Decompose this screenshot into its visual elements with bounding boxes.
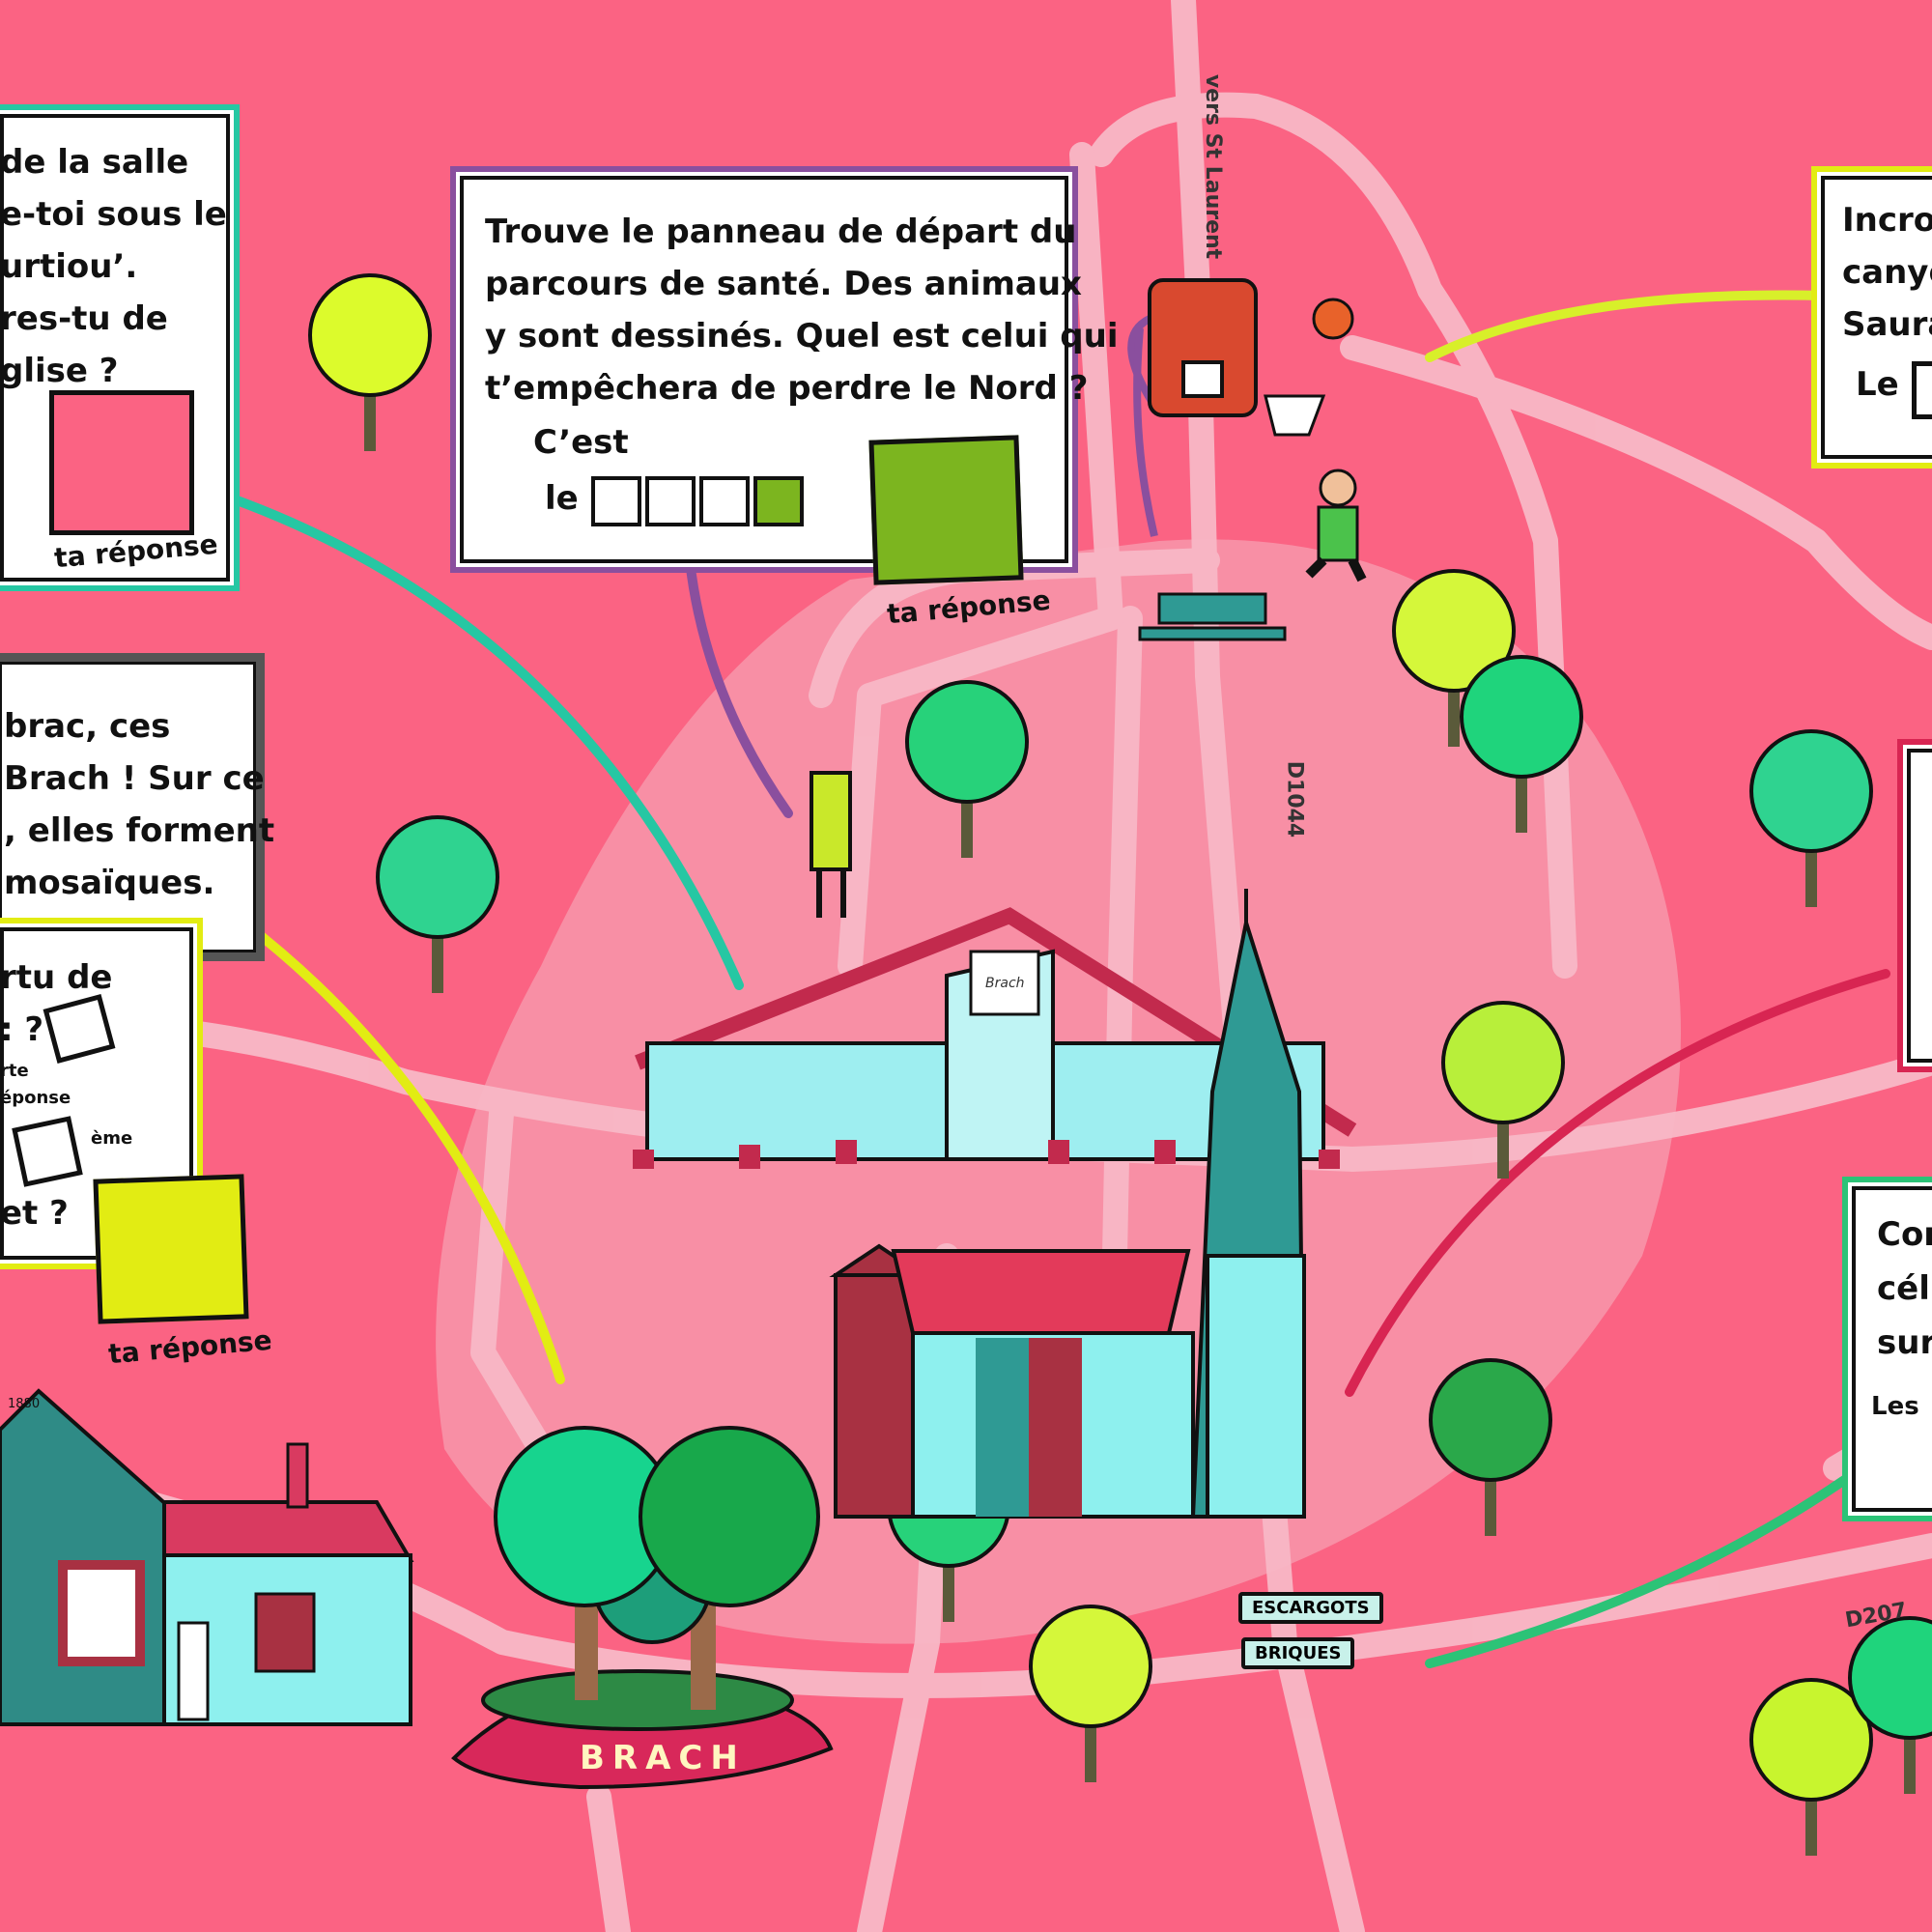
basketball-court [1127, 278, 1367, 641]
tree-icon [1460, 655, 1583, 833]
question-line: e-toi sous le [0, 195, 227, 234]
house [0, 1388, 414, 1726]
cest-label: C’est [533, 423, 629, 462]
answer-square-green[interactable] [868, 435, 1024, 585]
tree-icon [1848, 1616, 1932, 1794]
question-line: canyo [1842, 253, 1932, 292]
tree-icon [1429, 1358, 1552, 1536]
question-line: Trouve le panneau de départ du [485, 213, 1077, 251]
hint-porte: rte [0, 1061, 29, 1081]
question-line: t’empêchera de perdre le Nord ? [485, 369, 1089, 408]
hint-reponse: éponse [0, 1088, 71, 1108]
info-line: mosaïques. [4, 864, 215, 902]
church [829, 889, 1307, 1519]
road-label-vers-st-laurent: vers St Laurent [1201, 73, 1226, 260]
house-year: 1880 [8, 1397, 41, 1411]
les-label: Les [1871, 1392, 1919, 1421]
info-line: brac, ces [4, 707, 171, 746]
roundabout-name: BRACH [580, 1739, 746, 1777]
arrow-yellow [217, 901, 565, 1384]
picnic-table [1157, 592, 1267, 625]
arrow-yellow-right [1425, 290, 1829, 362]
roundabout [451, 1426, 834, 1790]
question-line: glise ? [0, 352, 119, 390]
letter-cell[interactable] [645, 476, 696, 526]
arrow-teal [211, 488, 744, 990]
tree-icon [1029, 1605, 1152, 1782]
arrows [211, 290, 1890, 1668]
question-line: sur [1877, 1323, 1932, 1362]
tree-icon [1441, 1001, 1565, 1179]
question-line: parcours de santé. Des animaux [485, 265, 1082, 303]
le-label: le [545, 479, 579, 518]
question-line: urtiou’. [0, 247, 138, 286]
answer-square-yellow[interactable] [93, 1174, 249, 1324]
arrow-purple [685, 555, 793, 818]
tree-icon [1749, 729, 1873, 907]
tree-icon [1392, 569, 1516, 747]
tree-icon [1749, 1678, 1873, 1856]
answer-cell[interactable] [1912, 361, 1932, 419]
tree-icon [905, 680, 1029, 858]
letter-cell[interactable] [699, 476, 750, 526]
answer-cell[interactable] [43, 993, 116, 1065]
trees [308, 273, 1932, 1856]
arrow-red [1345, 969, 1890, 1397]
question-line: et ? [0, 1194, 69, 1233]
hall-logo: Brach [985, 976, 1025, 991]
answer-cell[interactable] [12, 1116, 83, 1187]
question-line: res-tu de [0, 299, 168, 338]
info-line: , elles forment [4, 811, 275, 850]
question-box-right-top: Incro canyo Saura Le [1811, 166, 1932, 469]
question-box-right-bottom: Con cél sur Les [1842, 1177, 1932, 1521]
letter-cell-highlighted[interactable] [753, 476, 804, 526]
question-line: y sont dessinés. Quel est celui qui [485, 317, 1119, 355]
suffix-eme: ème [91, 1128, 133, 1149]
question-line: cél [1877, 1269, 1930, 1308]
health-trail-sign [810, 771, 852, 918]
tree-icon [308, 273, 432, 451]
question-box-top-left: de la salle e-toi sous le urtiou’. res-t… [0, 104, 240, 591]
question-line: rtu de [0, 958, 113, 997]
sign-escargots: ESCARGOTS [1238, 1592, 1383, 1624]
answer-square[interactable] [49, 390, 194, 535]
arrow-green [1425, 1455, 1878, 1668]
letter-cell[interactable] [591, 476, 641, 526]
question-box-health-trail: Trouve le panneau de départ du parcours … [450, 166, 1118, 573]
info-line: Brach ! Sur ce [4, 759, 265, 798]
letter-cells[interactable] [591, 476, 808, 526]
road-label-d1044: D1044 [1282, 760, 1307, 838]
le-label: Le [1856, 365, 1899, 404]
question-line: de la salle [0, 143, 189, 182]
sign-briques: BRIQUES [1241, 1637, 1355, 1669]
question-line: Incro [1842, 201, 1932, 240]
question-box-right-middle [1897, 739, 1932, 1072]
info-box-brick-mosaics: brac, ces Brach ! Sur ce , elles forment… [0, 653, 274, 961]
question-line: Saura [1842, 305, 1932, 344]
basketball-icon [1312, 298, 1354, 340]
question-line: Con [1877, 1215, 1932, 1254]
question-line: : ? [0, 1010, 44, 1049]
tree-icon [376, 815, 499, 993]
